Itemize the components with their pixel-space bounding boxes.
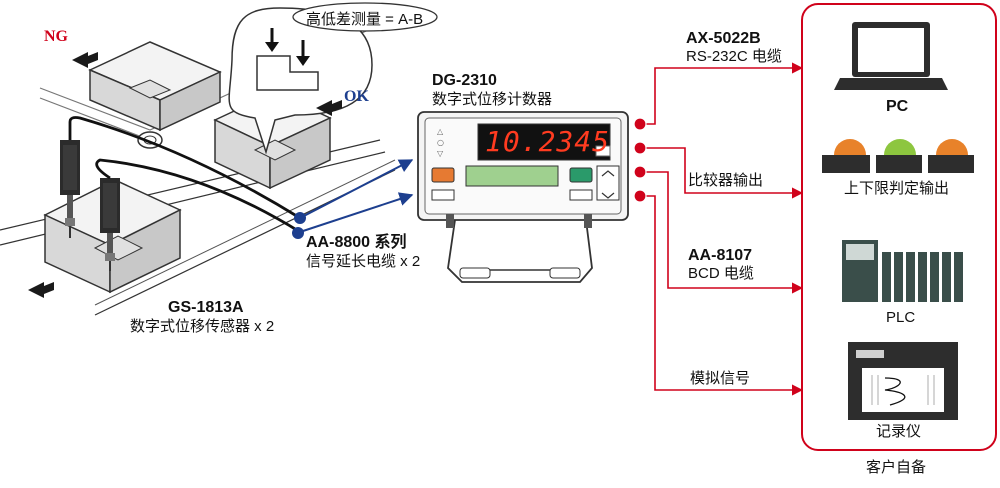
- counter-desc: 数字式位移计数器: [432, 91, 553, 108]
- sensor-icon: [100, 178, 120, 271]
- plc-label: PLC: [886, 309, 916, 326]
- recorder-label: 记录仪: [876, 423, 922, 440]
- cable-desc: 信号延长电缆 x 2: [306, 253, 421, 270]
- output-ports: [633, 117, 647, 203]
- workpiece-measured: [43, 179, 182, 294]
- sensor-cables: [68, 116, 414, 239]
- recorder-icon: [848, 342, 958, 420]
- speech-bubble: [228, 2, 438, 155]
- rs232-desc: RS-232C 电缆: [686, 48, 782, 65]
- workpiece-ng: [88, 41, 222, 132]
- sensor-model: GS-1813A: [168, 299, 244, 316]
- sensor-icon: [60, 140, 80, 238]
- comparator-output-label: 比较器输出: [688, 172, 764, 189]
- arrow-icon: [72, 52, 98, 68]
- pc-label: PC: [886, 98, 909, 115]
- cable-model: AA-8800 系列: [306, 234, 407, 251]
- display-value: 10.2345: [485, 125, 611, 158]
- arrow-icon: [316, 100, 342, 116]
- rs232-model: AX-5022B: [686, 30, 761, 47]
- ok-label: OK: [344, 88, 369, 105]
- ng-label: NG: [44, 28, 68, 45]
- customer-supplied-label: 客户自备: [866, 459, 927, 476]
- arrow-icon: [28, 282, 54, 298]
- formula-label: 高低差测量 = A-B: [306, 11, 424, 28]
- laptop-icon: [834, 22, 948, 90]
- svg-text:△: △: [437, 127, 444, 136]
- limit-output-label: 上下限判定输出: [844, 180, 950, 197]
- sensor-desc: 数字式位移传感器 x 2: [130, 318, 275, 335]
- bcd-model: AA-8107: [688, 247, 753, 264]
- plc-icon: [842, 240, 963, 302]
- output-lines: [640, 62, 804, 396]
- svg-text:○: ○: [437, 138, 444, 147]
- counter-device: △ ○ ▽: [417, 111, 629, 283]
- signal-lamp-icon: [822, 139, 974, 173]
- customer-frame: [801, 3, 997, 451]
- bcd-desc: BCD 电缆: [688, 265, 754, 282]
- counter-model: DG-2310: [432, 72, 497, 89]
- analog-signal-label: 模拟信号: [690, 370, 751, 387]
- svg-text:▽: ▽: [437, 149, 444, 158]
